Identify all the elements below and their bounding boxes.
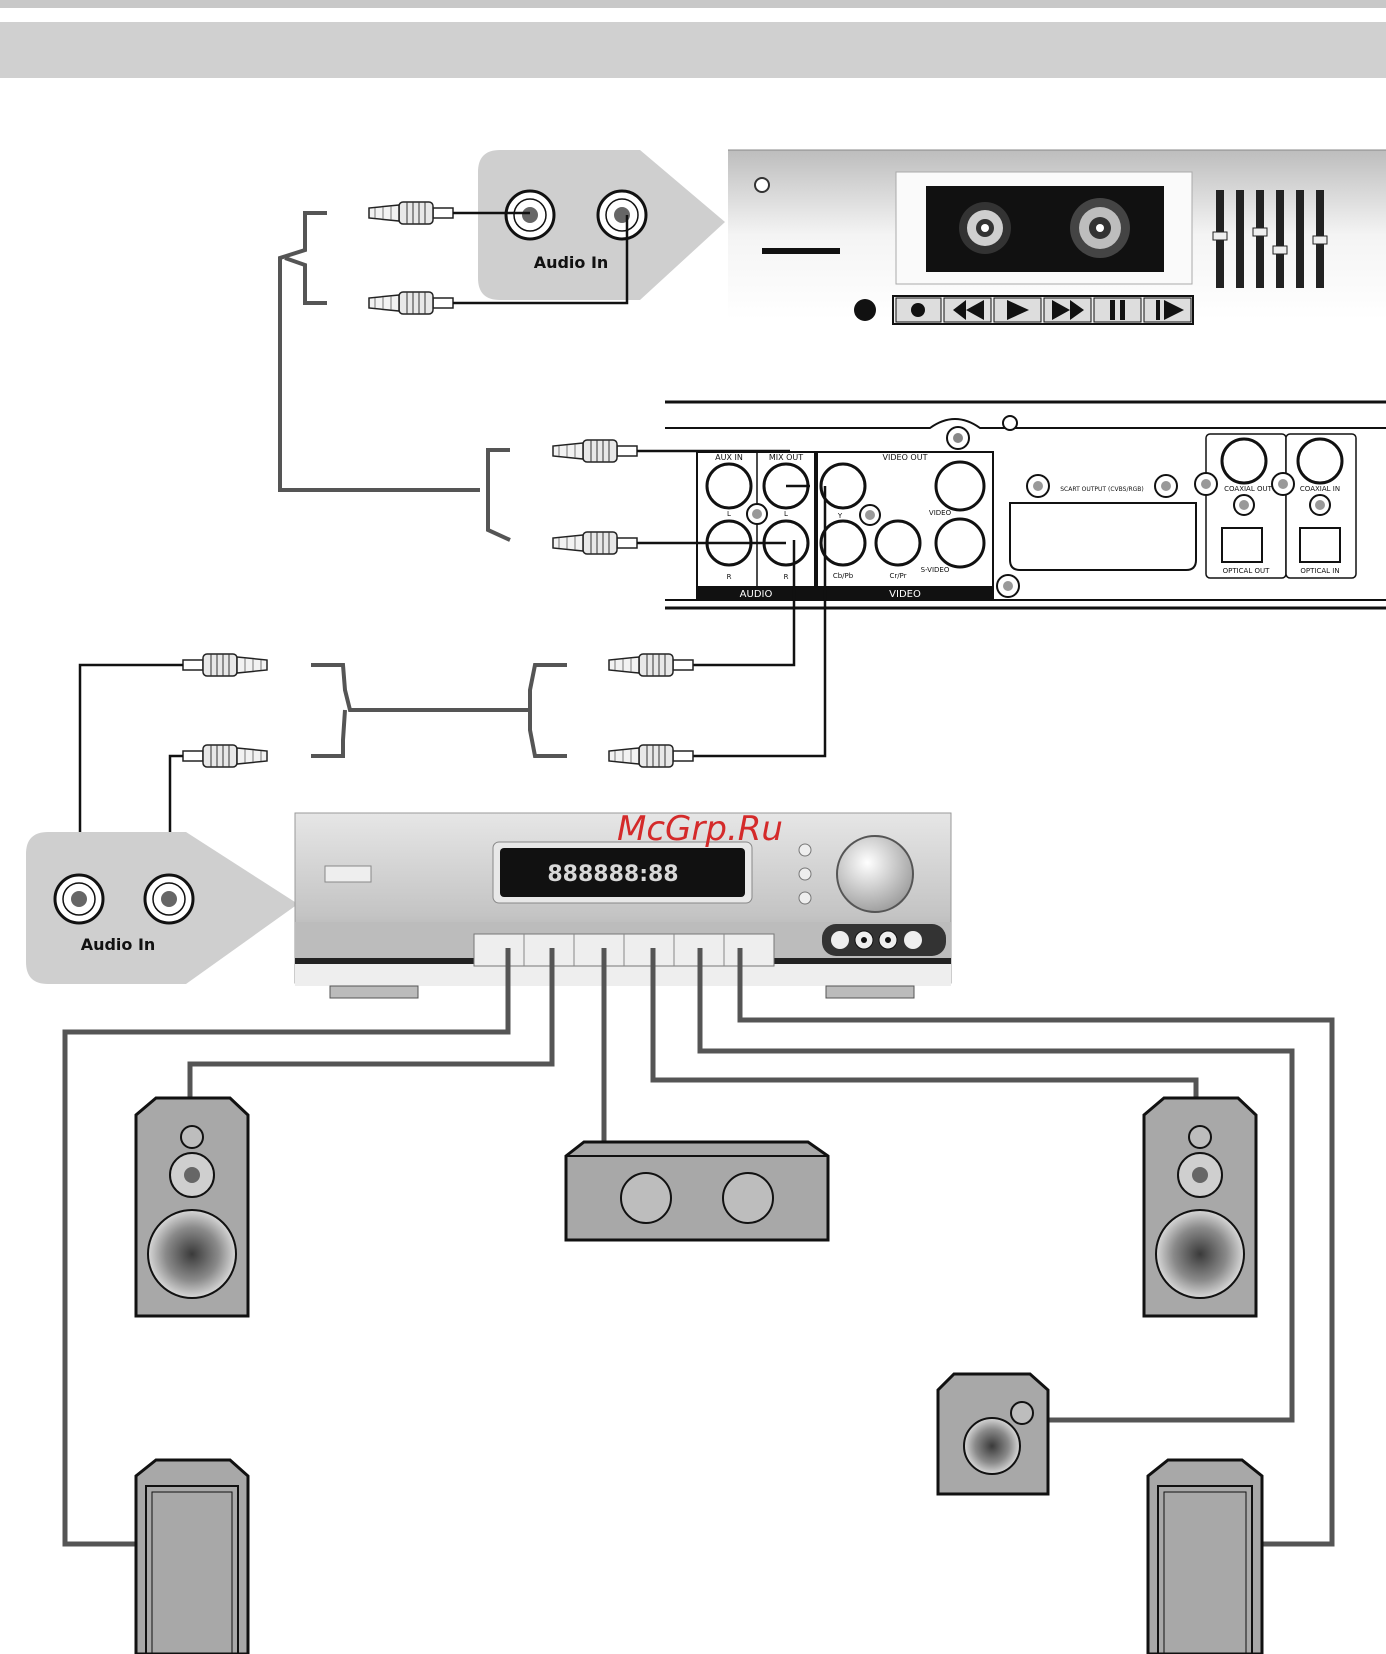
- cassette-deck-group: Audio In: [369, 150, 1386, 324]
- coaxial-in-jack: [1298, 439, 1342, 483]
- s-video-label: S-VIDEO: [921, 566, 950, 574]
- speaker-wires: [65, 948, 1332, 1544]
- front-right-speaker: [1144, 1098, 1256, 1316]
- video-jack-label: VIDEO: [929, 509, 952, 517]
- audio-in-top-label: Audio In: [534, 253, 609, 272]
- mix-out-label: MIX OUT: [769, 453, 803, 462]
- center-speaker: [566, 1142, 828, 1240]
- audio-in-jack-right: [598, 191, 646, 239]
- audio-in-jack-left: [506, 191, 554, 239]
- y-label: Y: [837, 512, 843, 520]
- record-icon: [911, 303, 925, 317]
- receiver-audio-in-jack-left: [55, 875, 103, 923]
- mix-l-label: L: [784, 510, 788, 518]
- scart-output-label: SCART OUTPUT (CVBS/RGB): [1060, 486, 1144, 493]
- scart-connector: [1010, 503, 1196, 570]
- optical-out-port: [1222, 528, 1262, 562]
- cable-deck-to-player: [280, 213, 510, 540]
- dvd-player-rear-panel: AUDIO AUX IN MIX OUT L L R R VIDEO VIDEO…: [665, 402, 1386, 608]
- aux-l-label: L: [727, 510, 731, 518]
- volume-knob: [837, 836, 913, 912]
- video-section-label: VIDEO: [889, 589, 921, 600]
- coaxial-out-jack: [1222, 439, 1266, 483]
- speaker-terminals: [474, 934, 774, 966]
- optical-in-port: [1300, 528, 1340, 562]
- y-jack: [821, 464, 865, 508]
- audio-in-bottom-label: Audio In: [81, 935, 156, 954]
- receiver-audio-in-jack-right: [145, 875, 193, 923]
- video-jack: [936, 462, 984, 510]
- tape-reel-right: [1070, 198, 1130, 258]
- rear-right-speaker: [1148, 1460, 1262, 1654]
- coaxial-out-label: COAXIAL OUT: [1224, 485, 1272, 493]
- s-video-jack: [936, 519, 984, 567]
- audio-section-label: AUDIO: [740, 589, 773, 600]
- cr-pr-jack: [876, 521, 920, 565]
- subwoofer: [938, 1374, 1048, 1494]
- aux-in-label: AUX IN: [715, 453, 743, 462]
- pause-icon: [1110, 300, 1115, 320]
- receiver-group: Audio In 888888:88: [26, 813, 951, 998]
- aux-in-l-jack: [707, 464, 751, 508]
- optical-out-label: OPTICAL OUT: [1223, 567, 1271, 575]
- front-left-speaker: [136, 1098, 248, 1316]
- aux-r-label: R: [727, 573, 732, 581]
- cb-pb-label: Cb/Pb: [833, 572, 854, 580]
- cassette-deck: [728, 150, 1386, 324]
- mix-r-label: R: [784, 573, 789, 581]
- coaxial-in-label: COAXIAL IN: [1300, 485, 1340, 493]
- video-out-label: VIDEO OUT: [883, 453, 928, 462]
- cb-pb-jack: [821, 521, 865, 565]
- watermark: McGrp.Ru: [617, 809, 783, 849]
- rear-left-speaker: [136, 1460, 248, 1654]
- receiver-display-text: 888888:88: [547, 862, 678, 887]
- optical-in-label: OPTICAL IN: [1300, 567, 1339, 575]
- cr-pr-label: Cr/Pr: [889, 572, 906, 580]
- stop-eject-icon: [1156, 300, 1160, 320]
- tape-reel-left: [959, 202, 1011, 254]
- transport-buttons: [893, 296, 1193, 324]
